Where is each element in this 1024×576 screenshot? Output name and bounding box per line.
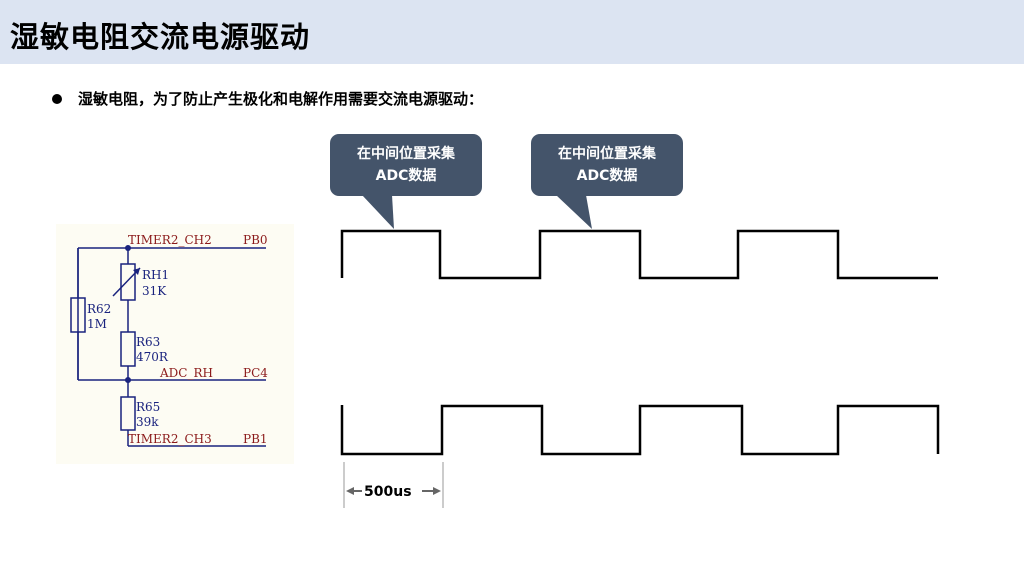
bullet-dot-icon [52, 93, 62, 104]
r62-value: 1M [87, 317, 107, 331]
circuit-panel [56, 224, 294, 464]
callout-2-line1: 在中间位置采集 [558, 146, 656, 162]
waveform-top [340, 229, 938, 280]
callout-sample-1: 在中间位置采集 ADC数据 [330, 134, 482, 196]
rh1-resistor [120, 263, 136, 301]
rh1-value: 31K [142, 284, 167, 298]
dim-left-arrow-icon [346, 487, 354, 495]
r62-resistor [70, 297, 86, 333]
pin-label-top: PB0 [243, 233, 268, 247]
rh1-arrow-head-icon [133, 268, 140, 275]
title-bar: 湿敏电阻交流电源驱动 [0, 0, 1024, 64]
r65-ref: R65 [136, 400, 160, 414]
net-label-top: TIMER2_CH2 [128, 233, 212, 247]
rh1-variable-arrow [112, 267, 141, 297]
r63-resistor [120, 331, 136, 367]
r65-resistor [120, 396, 136, 431]
junction-mid [125, 377, 131, 383]
callout-2-line2: ADC数据 [576, 168, 638, 184]
dim-right-arrow-icon [433, 487, 441, 495]
pin-label-mid: PC4 [243, 366, 268, 380]
bullet-text: 湿敏电阻，为了防止产生极化和电解作用需要交流电源驱动： [78, 90, 484, 108]
net-label-mid: ADC_RH [159, 366, 213, 380]
r62-ref: R62 [87, 302, 111, 316]
junction-top [125, 245, 131, 251]
page-title: 湿敏电阻交流电源驱动 [10, 20, 311, 54]
callout-sample-2: 在中间位置采集 ADC数据 [531, 134, 683, 196]
callout-1-line1: 在中间位置采集 [357, 146, 455, 162]
callout-1-line2: ADC数据 [375, 168, 437, 184]
bullet-point: 湿敏电阻，为了防止产生极化和电解作用需要交流电源驱动： [52, 88, 483, 109]
schematic-wires [77, 247, 266, 447]
callout-2-pointer [556, 195, 592, 229]
pin-label-bot: PB1 [243, 432, 268, 446]
rh1-ref: RH1 [142, 268, 169, 282]
net-label-bot: TIMER2_CH3 [128, 432, 212, 446]
r63-ref: R63 [136, 335, 160, 349]
r63-value: 470R [136, 350, 169, 364]
callout-1-pointer [362, 195, 394, 229]
r65-value: 39k [136, 415, 159, 429]
period-label: 500us [364, 484, 412, 500]
waveform-bottom [340, 404, 940, 456]
